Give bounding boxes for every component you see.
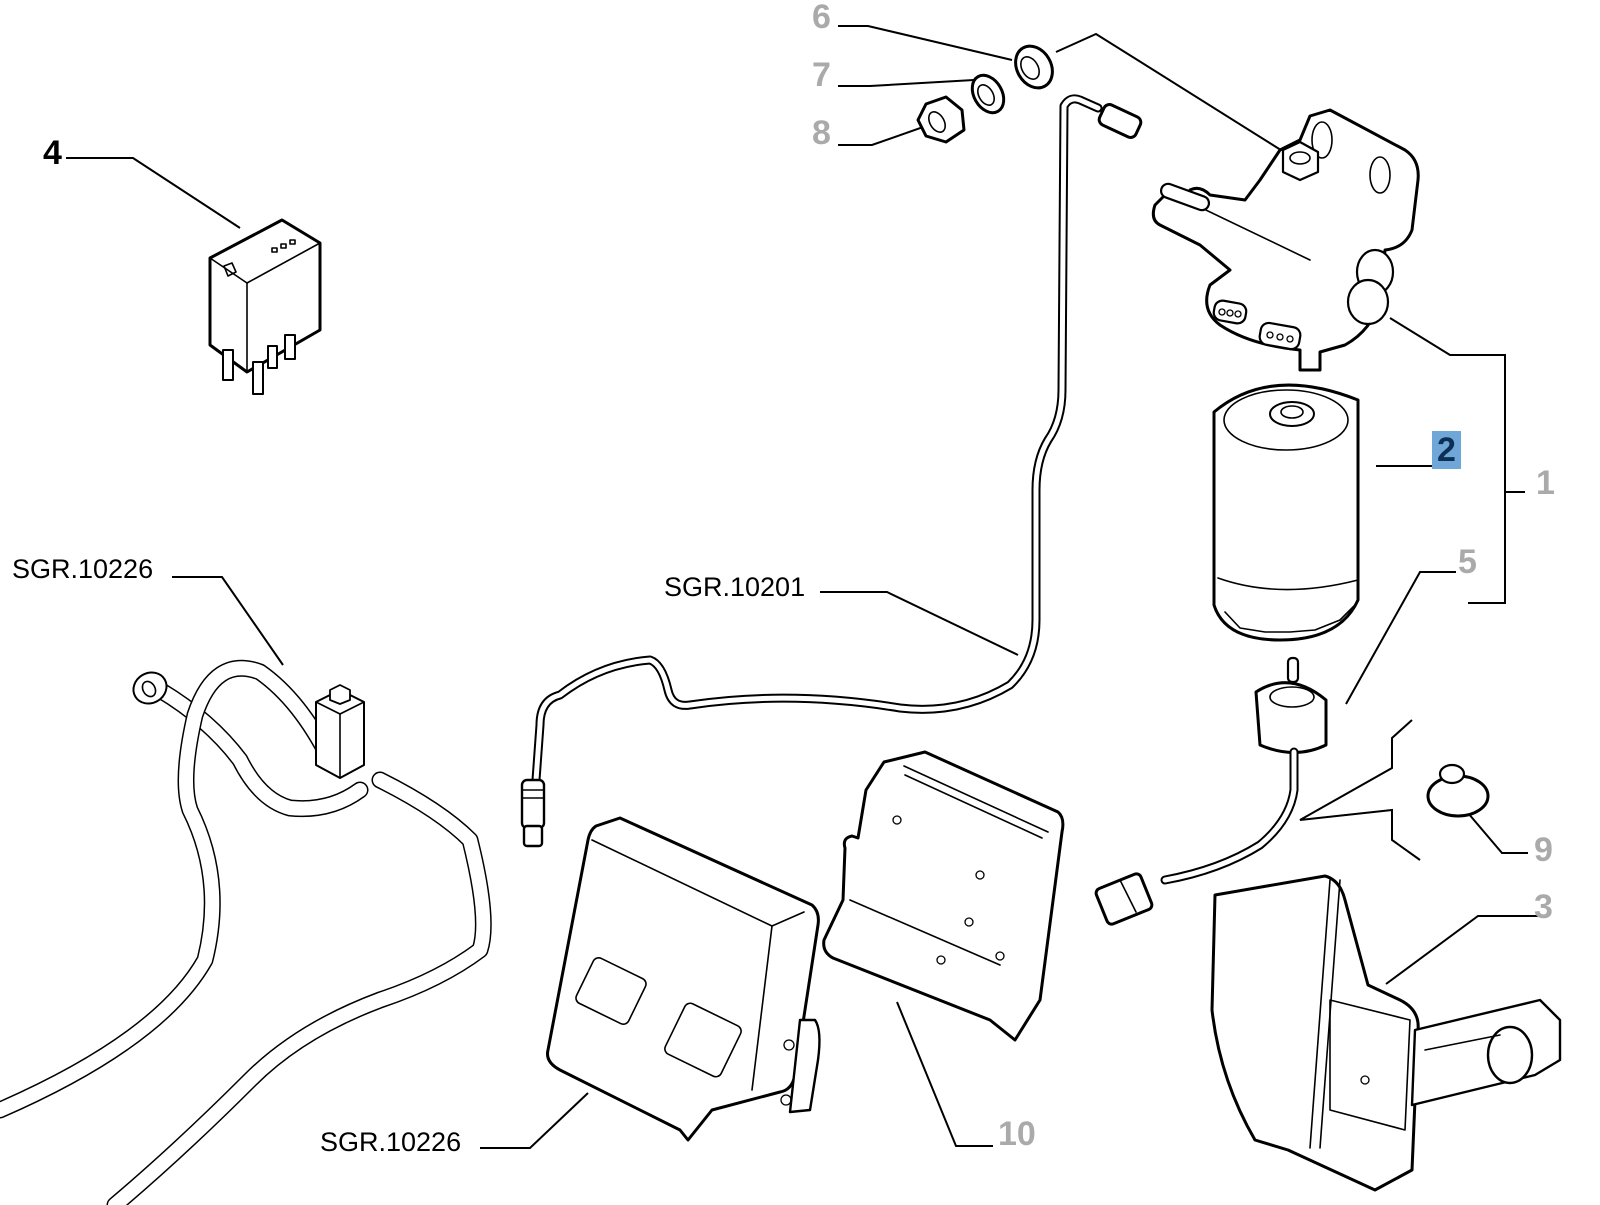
leader-lines — [66, 25, 1540, 1149]
callout-10[interactable]: 10 — [998, 1115, 1036, 1153]
leader-8 — [838, 125, 927, 146]
mounting-bracket-part[interactable] — [1210, 874, 1562, 1192]
filter-head-part[interactable] — [1151, 108, 1420, 372]
callout-8[interactable]: 8 — [812, 114, 831, 152]
leader-5 — [1345, 571, 1456, 705]
fuel-hose-part[interactable] — [0, 659, 492, 1205]
leader-1 — [1389, 317, 1506, 604]
leader-10 — [896, 1001, 993, 1147]
grommet-part[interactable] — [1426, 763, 1490, 818]
leader-4 — [66, 157, 241, 229]
callout-9[interactable]: 9 — [1534, 831, 1553, 869]
water-sensor-part[interactable] — [1094, 656, 1328, 926]
ref-sensor-cable[interactable]: SGR.10201 — [664, 572, 806, 602]
sensor-cable-part[interactable] — [520, 94, 1143, 848]
callout-4[interactable]: 4 — [43, 134, 62, 172]
leader-ref-ecu — [480, 1092, 589, 1149]
leader-ref-hose — [172, 576, 284, 666]
leader-ref-cable — [820, 591, 1019, 656]
leader-7 — [838, 79, 975, 87]
callout-6[interactable]: 6 — [812, 0, 831, 36]
leader-3 — [1385, 915, 1540, 985]
callout-2-selected[interactable]: 2 — [1432, 431, 1461, 469]
leader-ref-cross — [1299, 719, 1421, 861]
callout-5[interactable]: 5 — [1458, 543, 1477, 581]
relay-part[interactable] — [208, 218, 322, 395]
callout-3[interactable]: 3 — [1534, 888, 1553, 926]
leader-6 — [838, 25, 1013, 61]
ref-ecu[interactable]: SGR.10226 — [320, 1127, 462, 1157]
ecu-bracket-part[interactable] — [822, 750, 1065, 1042]
ref-fuel-hose[interactable]: SGR.10226 — [12, 554, 154, 584]
callout-7[interactable]: 7 — [812, 56, 831, 94]
nut-part[interactable] — [916, 95, 966, 144]
ecu-part[interactable] — [546, 816, 821, 1142]
filter-cartridge-part[interactable] — [1212, 383, 1360, 642]
spring-washer-part[interactable] — [966, 70, 1010, 119]
callout-1[interactable]: 1 — [1536, 464, 1555, 502]
leader-6b — [1055, 32, 1301, 163]
washer-part[interactable] — [1008, 39, 1059, 94]
